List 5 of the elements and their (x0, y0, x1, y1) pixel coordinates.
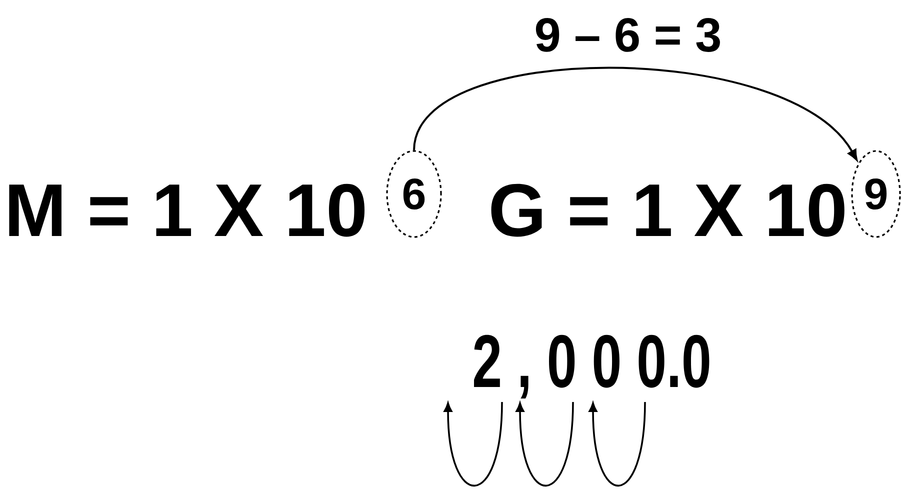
expression-text: 2 , 0 0 0.0 (474, 334, 710, 399)
expression-text: M = 1 X 10 (9, 184, 364, 237)
expression-text: G = 1 X 10 (491, 184, 844, 237)
edge-label: 9 – 6 = 3 (536, 18, 720, 52)
curved-arrow (413, 66, 858, 161)
